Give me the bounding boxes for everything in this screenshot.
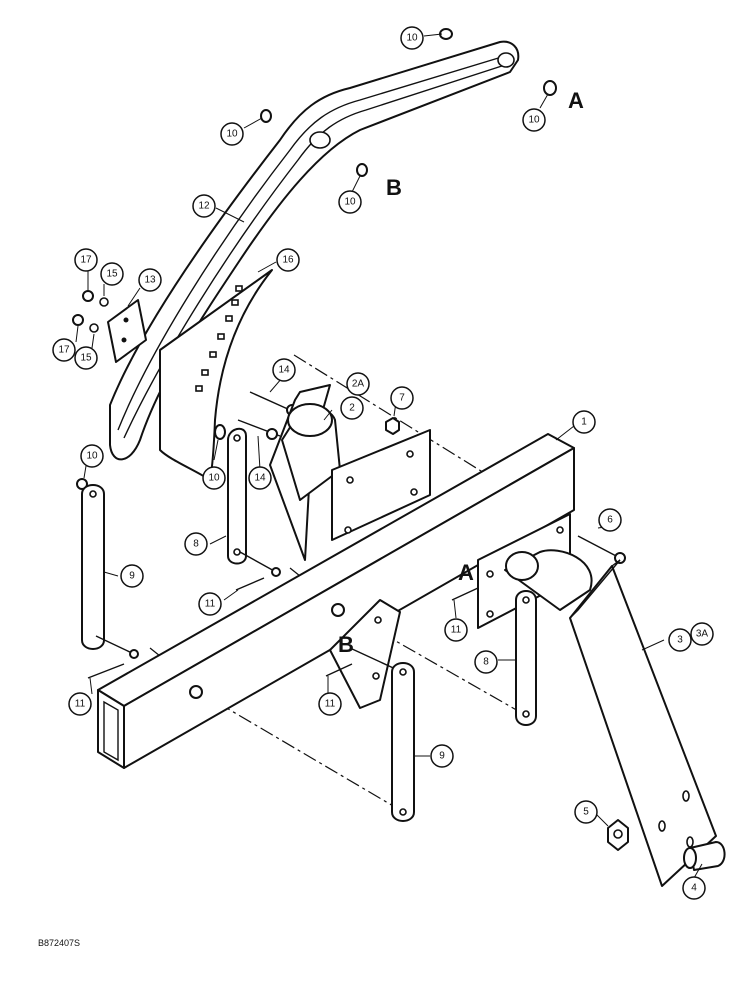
callout-11: 11 [68, 692, 92, 716]
callout-3: 3 [668, 628, 692, 652]
callout-3a: 3A [690, 622, 714, 646]
svg-text:10: 10 [208, 473, 220, 484]
bolts-14 [237, 391, 298, 440]
callout-15: 15 [100, 262, 124, 286]
callout-10: 10 [80, 444, 104, 468]
cotter-pins-11 [87, 577, 479, 679]
callout-6: 6 [598, 508, 622, 532]
svg-text:10: 10 [226, 129, 238, 140]
callout-5: 5 [574, 800, 598, 824]
svg-text:9: 9 [439, 751, 445, 762]
callout-10: 10 [202, 466, 226, 490]
svg-text:11: 11 [451, 625, 462, 636]
svg-text:10: 10 [528, 115, 540, 126]
callout-12: 12 [192, 194, 216, 218]
bolt-6 [577, 535, 626, 564]
callout-1: 1 [572, 410, 596, 434]
svg-text:15: 15 [80, 353, 92, 364]
svg-text:2: 2 [349, 403, 355, 414]
callout-4: 4 [682, 876, 706, 900]
svg-text:11: 11 [205, 599, 216, 610]
svg-text:8: 8 [193, 539, 199, 550]
svg-text:9: 9 [129, 571, 135, 582]
curved-arm [109, 40, 520, 461]
main-frame-tube [97, 433, 575, 769]
svg-text:10: 10 [406, 33, 418, 44]
svg-text:15: 15 [106, 269, 118, 280]
reference-letter-b-bottom: B [338, 632, 354, 657]
arm-pivot-tube [309, 131, 331, 149]
svg-text:10: 10 [86, 451, 98, 462]
svg-text:8: 8 [483, 657, 489, 668]
svg-text:6: 6 [607, 515, 613, 526]
bolt-4 [683, 841, 726, 871]
callout-9: 9 [430, 744, 454, 768]
reference-letters: A B A B [338, 88, 584, 657]
callout-10: 10 [338, 190, 362, 214]
reference-letter-a-top: A [568, 88, 584, 113]
washers-10 [76, 28, 557, 490]
mount-bracket [269, 384, 431, 561]
callout-11: 11 [444, 618, 468, 642]
svg-text:3: 3 [677, 635, 683, 646]
callout-9: 9 [120, 564, 144, 588]
svg-text:4: 4 [691, 883, 697, 894]
svg-text:14: 14 [254, 473, 266, 484]
svg-text:14: 14 [278, 365, 290, 376]
callout-10: 10 [400, 26, 424, 50]
svg-text:16: 16 [282, 255, 294, 266]
callout-8: 8 [184, 532, 208, 556]
callout-11: 11 [198, 592, 222, 616]
nut-5 [607, 819, 629, 851]
side-plate [569, 559, 717, 887]
link-left-8 [227, 427, 281, 577]
link-right-8 [515, 590, 537, 726]
callout-2: 2 [340, 396, 364, 420]
callout-15: 15 [74, 346, 98, 370]
callout-14: 14 [248, 466, 272, 490]
svg-text:5: 5 [583, 807, 589, 818]
svg-text:7: 7 [399, 393, 405, 404]
callout-10: 10 [220, 122, 244, 146]
callout-16: 16 [276, 248, 300, 272]
callout-17: 17 [52, 338, 76, 362]
callout-11: 11 [318, 692, 342, 716]
nut-7 [385, 417, 400, 435]
svg-text:11: 11 [75, 699, 86, 710]
svg-text:17: 17 [58, 345, 70, 356]
svg-text:2A: 2A [352, 379, 365, 390]
right-mount [477, 513, 593, 629]
clamp-plate [107, 299, 147, 363]
callout-8: 8 [474, 650, 498, 674]
svg-text:13: 13 [144, 275, 156, 286]
washers-and-nuts [72, 290, 109, 333]
callout-2a: 2A [346, 372, 370, 396]
link-middle-9 [349, 647, 415, 822]
svg-text:12: 12 [198, 201, 210, 212]
callout-17: 17 [74, 248, 98, 272]
svg-text:1: 1 [581, 417, 587, 428]
callout-10: 10 [522, 108, 546, 132]
lower-bracket [329, 599, 401, 709]
callout-13: 13 [138, 268, 162, 292]
svg-text:10: 10 [344, 197, 356, 208]
svg-text:11: 11 [325, 699, 336, 710]
reference-letter-b-top: B [386, 175, 402, 200]
callouts: 10 10 10 10 10 10 12 16 13 17 15 17 15 1… [52, 26, 714, 900]
callout-7: 7 [390, 386, 414, 410]
callout-14: 14 [272, 358, 296, 382]
diagram-code: B872407S [38, 938, 80, 948]
reference-letter-a-bottom: A [458, 560, 474, 585]
svg-text:17: 17 [80, 255, 92, 266]
link-left-9 [81, 484, 139, 659]
svg-text:3A: 3A [696, 629, 709, 640]
